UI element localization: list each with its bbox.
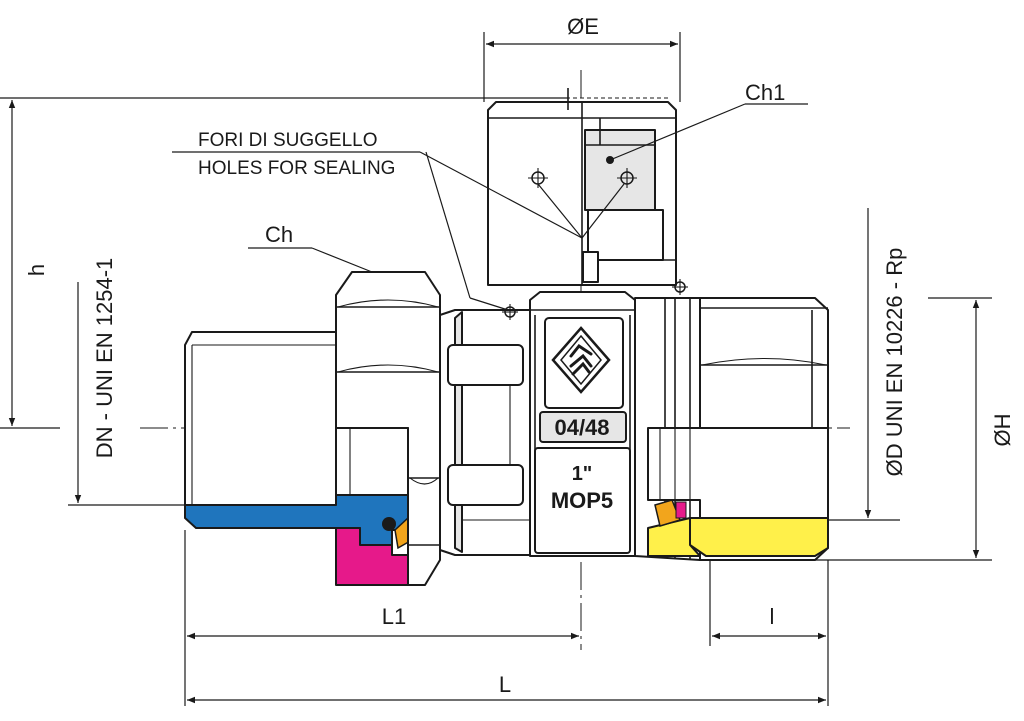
- male-pipe-end: [184, 331, 337, 506]
- seal-ring-right: [654, 499, 682, 527]
- neck-hex-lower: [447, 464, 524, 506]
- ch-callout: Ch: [248, 222, 373, 273]
- ch1-callout: Ch1: [609, 80, 808, 161]
- union-nut-section-hatch: [335, 527, 409, 586]
- dimension-h-height: h: [0, 97, 568, 429]
- ch-label: Ch: [265, 222, 293, 247]
- dimension-l-total-label: L: [499, 672, 511, 697]
- sealing-label-english: HOLES FOR SEALING: [198, 158, 395, 179]
- dimension-h-diameter: ØH: [700, 297, 1015, 561]
- dimension-l-small: l: [709, 560, 829, 706]
- sealing-hole-bottom-right: [672, 279, 688, 295]
- neck-section: [439, 309, 531, 556]
- o-ring: [382, 517, 396, 531]
- nut-inner-wall: [335, 427, 409, 496]
- neck-hex-upper: [447, 344, 524, 386]
- seal-insert: [675, 501, 687, 519]
- dimension-dn: DN - UNI EN 1254-1: [68, 258, 185, 506]
- approval-code-text: 04/48: [554, 415, 609, 440]
- dimension-dn-label: DN - UNI EN 1254-1: [92, 258, 117, 459]
- manufacturer-diamond-logo-icon: [551, 326, 611, 394]
- dimension-l1-label: L1: [382, 604, 406, 629]
- pressure-text: MOP5: [551, 488, 613, 513]
- pipe-section-hatch: [184, 494, 409, 546]
- size-text: 1": [572, 463, 593, 485]
- size-plate: [534, 447, 631, 554]
- pipe-end-outline: [184, 331, 337, 506]
- cap-lock-tab: [582, 251, 599, 283]
- sealing-hole-right: [617, 168, 637, 188]
- code-plate: [539, 411, 627, 443]
- dimension-l1: L1: [184, 530, 579, 706]
- sealing-holes-callout: FORI DI SUGGELLO HOLES FOR SEALING: [172, 130, 625, 311]
- dimension-e: ØE: [483, 14, 681, 102]
- dimension-d: ØD UNI EN 10226 - Rp: [828, 208, 907, 521]
- handle-cap: [487, 88, 677, 286]
- cap-window: [584, 129, 656, 211]
- ball-seat-section-hatch: [647, 517, 701, 557]
- dimension-l-total: L: [187, 672, 826, 704]
- dimension-l-small-label: l: [770, 604, 775, 629]
- female-threaded-end: [634, 297, 829, 561]
- female-thread-section-hatch: [689, 517, 829, 557]
- dimension-h-label: h: [24, 264, 49, 276]
- sealing-label-italian: FORI DI SUGGELLO: [198, 130, 377, 151]
- dimension-e-label: ØE: [567, 14, 599, 39]
- dimension-diameter-h-label: ØH: [990, 414, 1015, 447]
- sealing-hole-bottom-left: [502, 304, 518, 320]
- cap-lower-block: [587, 209, 664, 261]
- ch1-label: Ch1: [745, 80, 785, 105]
- dimension-d-label: ØD UNI EN 10226 - Rp: [882, 248, 907, 477]
